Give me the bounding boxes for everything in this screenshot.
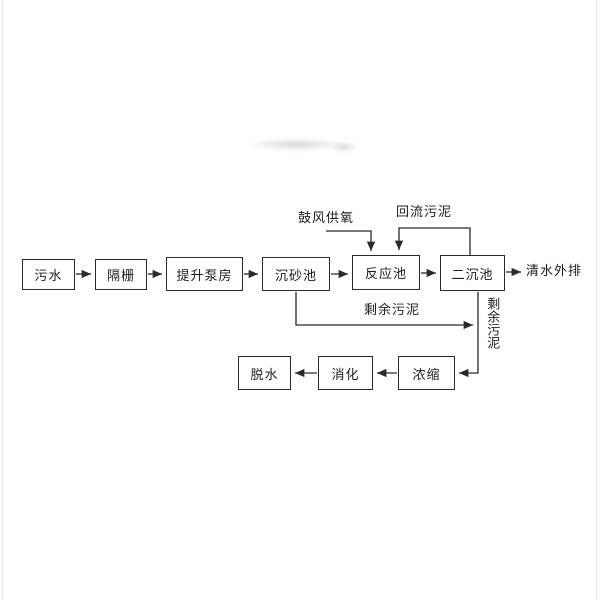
- node-fanyingchi-label: 反应池: [364, 267, 407, 282]
- node-wushui: 污水: [22, 259, 75, 290]
- label-blower-oxygen: 鼓风供氧: [298, 211, 355, 226]
- node-nongsuo: 浓缩: [398, 356, 455, 390]
- node-fanyingchi: 反应池: [352, 255, 420, 290]
- node-nongsuo-label: 浓缩: [412, 367, 441, 383]
- right-edge-artifact: [596, 0, 597, 600]
- connector-blower-to-fanyingchi: [326, 230, 376, 251]
- node-xiaohua-label: 消化: [331, 367, 360, 383]
- node-tishengbengfang-label: 提升泵房: [176, 268, 233, 284]
- label-excess-sludge-horizontal: 剩余污泥: [364, 303, 421, 318]
- node-tuoshui-label: 脱水: [250, 367, 279, 383]
- connector-erchenchi-to-nongsuo: [459, 292, 479, 378]
- connector-chenshachi-excess-sludge: [295, 292, 473, 330]
- label-return-sludge: 回流污泥: [396, 205, 453, 220]
- left-edge-artifact: [2, 0, 3, 600]
- node-wushui-label: 污水: [34, 269, 63, 284]
- node-tishengbengfang: 提升泵房: [166, 257, 243, 291]
- label-excess-sludge-vertical: 剩余污泥: [484, 297, 500, 349]
- node-gezha: 隔栅: [95, 259, 147, 290]
- node-chenshachi: 沉砂池: [262, 257, 330, 291]
- connector-return-sludge-loop: [394, 227, 471, 255]
- node-gezha-label: 隔栅: [106, 269, 135, 284]
- node-erchenchi: 二沉池: [440, 255, 505, 291]
- node-xiaohua: 消化: [318, 356, 373, 390]
- node-erchenchi-label: 二沉池: [451, 267, 494, 283]
- label-clean-water-out: 清水外排: [526, 264, 583, 279]
- node-tuoshui: 脱水: [238, 356, 291, 390]
- node-chenshachi-label: 沉砂池: [274, 268, 317, 284]
